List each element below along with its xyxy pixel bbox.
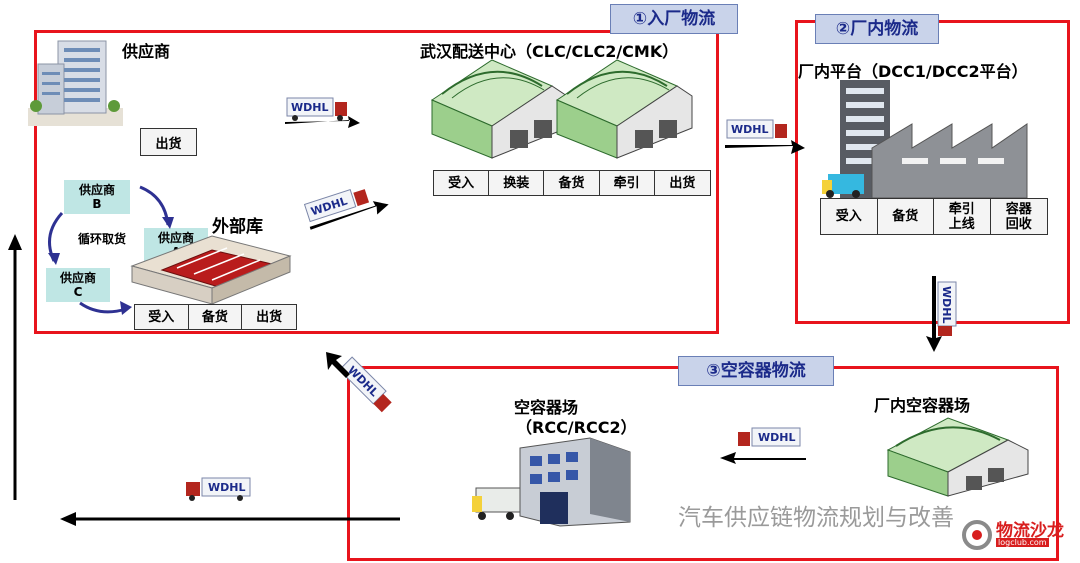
dc-step: 受入 <box>434 171 490 195</box>
truck-to-empty-yard-icon: WDHL <box>720 427 806 464</box>
inbound-frame <box>34 30 719 334</box>
external-warehouse-title: 外部库 <box>212 217 263 237</box>
plant-empty-yard-title: 厂内空容器场 <box>874 396 971 415</box>
watermark-text: 汽车供应链物流规划与改善 <box>678 505 954 531</box>
milk-run-label: 循环取货 <box>78 232 127 246</box>
supplier-b-box: 供应商 B <box>64 180 130 214</box>
inbound-logistics-tag: ①入厂物流 <box>610 4 738 34</box>
logo-mark-icon <box>962 520 992 550</box>
empty-yard-title-line1: 空容器场 <box>514 398 579 417</box>
return-arrow-up <box>8 234 22 500</box>
empty-yard-title-line2: （RCC/RCC2） <box>516 418 637 437</box>
supplier-c-box: 供应商 C <box>46 268 110 302</box>
truck-label: WDHL <box>758 431 795 444</box>
plant-factory-icon <box>822 80 1028 199</box>
milk-run-arrows <box>48 185 174 315</box>
external-warehouse-steps: 受入 备货 出货 <box>134 304 297 330</box>
truck-bottom-icon: WDHL <box>186 477 251 501</box>
warehouse-step: 受入 <box>135 305 189 329</box>
external-warehouse-icon <box>130 235 292 305</box>
watermark-logo-text: 物流沙龙 <box>996 521 1064 541</box>
empty-container-tag: ③空容器物流 <box>678 356 834 386</box>
truck-label: WDHL <box>940 286 953 323</box>
dc-step: 备货 <box>544 171 600 195</box>
plant-empty-yard-icon <box>886 417 1029 497</box>
supplier-building-icon <box>28 40 123 126</box>
watermark-logo-sub: logclub.com <box>996 538 1049 547</box>
truck-to-dc-icon: WDHL <box>285 97 360 128</box>
plant-platform-steps: 受入 备货 牵引 上线 容器 回收 <box>820 198 1048 235</box>
supplier-title: 供应商 <box>122 42 171 61</box>
truck-to-plant-icon: WDHL <box>725 119 805 154</box>
return-arrow-left <box>60 512 400 526</box>
watermark-logo: 物流沙龙 logclub.com <box>960 516 1070 556</box>
empty-yard-building-icon <box>472 437 631 527</box>
truck-label: WDHL <box>291 101 328 114</box>
wuhan-dc-title: 武汉配送中心（CLC/CLC2/CMK） <box>420 42 679 61</box>
truck-return-icon: WDHL <box>326 352 392 413</box>
inplant-logistics-tag: ②厂内物流 <box>815 14 939 44</box>
dc-step: 牵引 <box>600 171 655 195</box>
supplier-ship-step: 出货 <box>140 128 197 156</box>
truck-down-icon: WDHL <box>926 276 957 352</box>
plant-step: 牵引 上线 <box>934 199 991 234</box>
truck-label: WDHL <box>731 123 768 136</box>
plant-step: 备货 <box>878 199 934 234</box>
dc-warehouse-icon <box>430 59 693 159</box>
warehouse-step: 备货 <box>189 305 243 329</box>
truck-from-warehouse-icon: WDHL <box>303 188 389 230</box>
dc-step: 出货 <box>669 175 696 191</box>
plant-step: 受入 <box>821 199 878 234</box>
plant-platform-title: 厂内平台（DCC1/DCC2平台） <box>798 62 1028 81</box>
plant-step: 容器 回收 <box>1005 201 1032 232</box>
wuhan-dc-steps: 受入 换装 备货 牵引 出货 <box>433 170 711 196</box>
warehouse-step: 出货 <box>256 309 283 325</box>
truck-label: WDHL <box>208 481 245 494</box>
dc-step: 换装 <box>489 171 545 195</box>
